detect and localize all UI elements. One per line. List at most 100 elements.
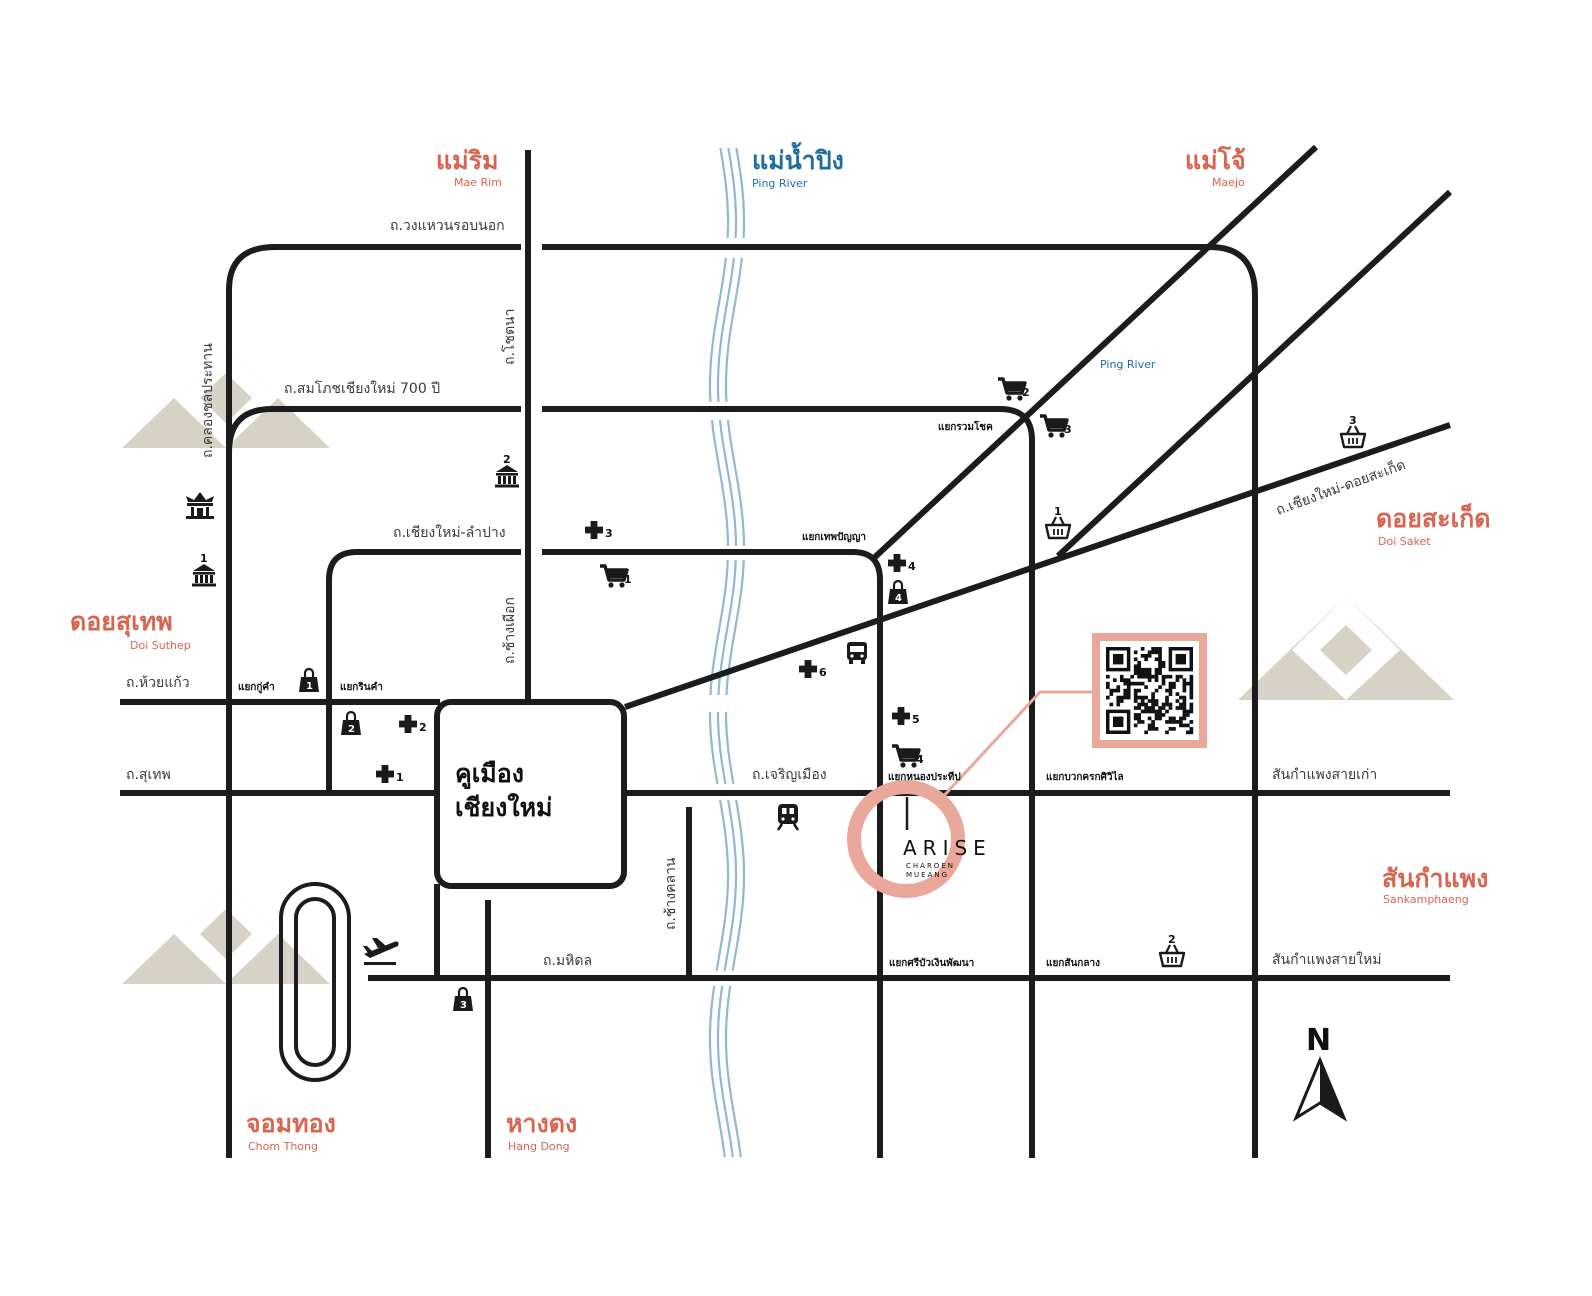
road-cm-lampang: ถ.เชียงใหม่-ลำปาง bbox=[393, 524, 506, 541]
hospital-cross-icon[interactable]: 4 bbox=[888, 554, 916, 573]
project-sub-2: MUEANG bbox=[906, 871, 949, 879]
district-doi-suthep: ดอยสุเทพ bbox=[70, 607, 173, 638]
north-arrow-icon bbox=[1292, 1056, 1348, 1122]
cart-icon[interactable]: 3 bbox=[1038, 414, 1072, 440]
hospital-cross-icon[interactable]: 6 bbox=[799, 660, 827, 679]
junction-rin-kham: แยกรินคำ bbox=[340, 681, 383, 693]
stadium-icon bbox=[279, 882, 351, 1082]
compass-label: N bbox=[1306, 1023, 1331, 1058]
junction-san-klang: แยกสันกลาง bbox=[1046, 957, 1100, 969]
shopping-bag-icon[interactable]: 4 bbox=[886, 579, 910, 606]
temple-icon[interactable] bbox=[186, 492, 214, 519]
ping-river bbox=[708, 147, 746, 1158]
road-network bbox=[120, 144, 1453, 1158]
svg-text:6: 6 bbox=[819, 666, 827, 679]
university-icon[interactable]: 2 bbox=[495, 453, 519, 488]
svg-text:3: 3 bbox=[605, 527, 613, 540]
market-basket-icon[interactable]: 3 bbox=[1339, 414, 1367, 449]
road-sankamphaeng-old: สันกำแพงสายเก่า bbox=[1272, 767, 1377, 783]
road-outer-ring: ถ.วงแหวนรอบนอก bbox=[390, 218, 505, 234]
road-mahidol: ถ.มหิดล bbox=[543, 953, 592, 969]
svg-text:1: 1 bbox=[396, 771, 404, 784]
river-strand bbox=[716, 712, 727, 785]
river-strand bbox=[724, 712, 735, 785]
svg-text:2: 2 bbox=[348, 724, 355, 735]
mountain-cutouts bbox=[174, 348, 1400, 984]
university-icon[interactable]: 1 bbox=[192, 552, 216, 587]
district-mae-jo-en: Maejo bbox=[1212, 176, 1245, 189]
train-icon[interactable] bbox=[776, 804, 800, 831]
svg-text:2: 2 bbox=[1168, 933, 1176, 946]
qr-code-icon[interactable] bbox=[1106, 647, 1194, 735]
river-strand bbox=[724, 257, 743, 403]
district-chom-thong: จอมทอง bbox=[246, 1109, 336, 1138]
river-strand bbox=[715, 799, 730, 972]
river-strand bbox=[710, 419, 730, 546]
road-chang-phueak: ถ.ช้างเผือก bbox=[502, 597, 518, 664]
svg-text:3: 3 bbox=[1064, 423, 1072, 436]
road-chotana: ถ.โชตนา bbox=[501, 309, 518, 365]
hospital-cross-icon[interactable]: 2 bbox=[399, 715, 427, 734]
district-mae-jo: แม่โจ้ bbox=[1185, 145, 1246, 175]
river-name-en: Ping River bbox=[752, 177, 808, 190]
project-sub-1: CHAROEN bbox=[906, 862, 955, 870]
hospital-cross-icon[interactable]: 5 bbox=[892, 707, 920, 726]
project-name: ARISE bbox=[903, 836, 992, 860]
hospital-cross-icon[interactable]: 1 bbox=[376, 765, 404, 784]
junction-si-bua-ngoen: แยกศรีบัวเงินพัฒนา bbox=[889, 957, 974, 969]
river-strand bbox=[724, 985, 742, 1158]
airplane-icon[interactable] bbox=[363, 938, 399, 965]
svg-text:3: 3 bbox=[1349, 414, 1357, 427]
district-mae-rim-en: Mae Rim bbox=[454, 176, 502, 189]
river-strand bbox=[735, 147, 746, 239]
cart-icon[interactable]: 2 bbox=[996, 377, 1030, 403]
district-doi-suthep-en: Doi Suthep bbox=[130, 639, 191, 652]
svg-text:4: 4 bbox=[916, 753, 924, 766]
svg-text:4: 4 bbox=[908, 560, 916, 573]
district-sankamphaeng-en: Sankamphaeng bbox=[1383, 893, 1469, 906]
svg-text:4: 4 bbox=[895, 593, 902, 604]
junction-ruam-chok: แยกรวมโชค bbox=[938, 420, 993, 433]
svg-text:1: 1 bbox=[624, 573, 632, 586]
river-strand bbox=[709, 559, 729, 696]
river-strand bbox=[719, 147, 730, 239]
cart-icon[interactable]: 4 bbox=[890, 744, 924, 770]
project-location-marker[interactable] bbox=[847, 780, 965, 898]
cart-icon[interactable]: 1 bbox=[598, 564, 632, 590]
shopping-bag-icon[interactable]: 2 bbox=[339, 710, 363, 737]
junction-thep-panya: แยกเทพปัญญา bbox=[802, 531, 866, 543]
svg-text:1: 1 bbox=[200, 552, 208, 565]
district-hang-dong-en: Hang Dong bbox=[508, 1140, 570, 1153]
svg-text:2: 2 bbox=[1022, 386, 1030, 399]
district-doi-saket: ดอยสะเก็ด bbox=[1376, 503, 1491, 533]
river-strand bbox=[716, 985, 734, 1158]
road-sankamphaeng-new: สันกำแพงสายใหม่ bbox=[1272, 951, 1381, 968]
road-somphot-700: ถ.สมโภชเชียงใหม่ 700 ปี bbox=[284, 380, 440, 397]
svg-text:2: 2 bbox=[419, 721, 427, 734]
market-basket-icon[interactable]: 2 bbox=[1158, 933, 1186, 968]
junction-bowon-khrok-siwilai: แยกบวกครกศิวิไล bbox=[1046, 770, 1124, 783]
old-city-moat-line1: คูเมือง bbox=[455, 759, 524, 790]
river-strand bbox=[708, 985, 726, 1158]
shopping-bag-icon[interactable]: 3 bbox=[451, 986, 475, 1013]
road-suthep: ถ.สุเทพ bbox=[126, 767, 171, 783]
river-strand bbox=[727, 147, 738, 239]
bus-icon[interactable] bbox=[847, 642, 867, 664]
road-huay-kaew: ถ.ห้วยแก้ว bbox=[126, 675, 190, 691]
svg-text:1: 1 bbox=[1054, 505, 1062, 518]
district-mae-rim: แม่ริม bbox=[436, 146, 499, 175]
river-name: แม่น้ำปิง bbox=[752, 141, 844, 175]
district-hang-dong: หางดง bbox=[506, 1109, 577, 1138]
river-strand bbox=[718, 419, 738, 546]
junction-nong-prathip: แยกหนองประทีป bbox=[888, 771, 961, 783]
svg-text:5: 5 bbox=[912, 713, 920, 726]
district-chom-thong-en: Chom Thong bbox=[248, 1140, 318, 1153]
shopping-bag-icon[interactable]: 1 bbox=[297, 667, 321, 694]
road-charoen-mueang: ถ.เจริญเมือง bbox=[752, 767, 827, 783]
svg-text:3: 3 bbox=[460, 1000, 467, 1011]
hospital-cross-icon[interactable]: 3 bbox=[585, 521, 613, 540]
river-strand bbox=[726, 419, 746, 546]
road-khlong-chonprathan: ถ.คลองชลประทาน bbox=[200, 343, 216, 458]
market-basket-icon[interactable]: 1 bbox=[1044, 505, 1072, 540]
